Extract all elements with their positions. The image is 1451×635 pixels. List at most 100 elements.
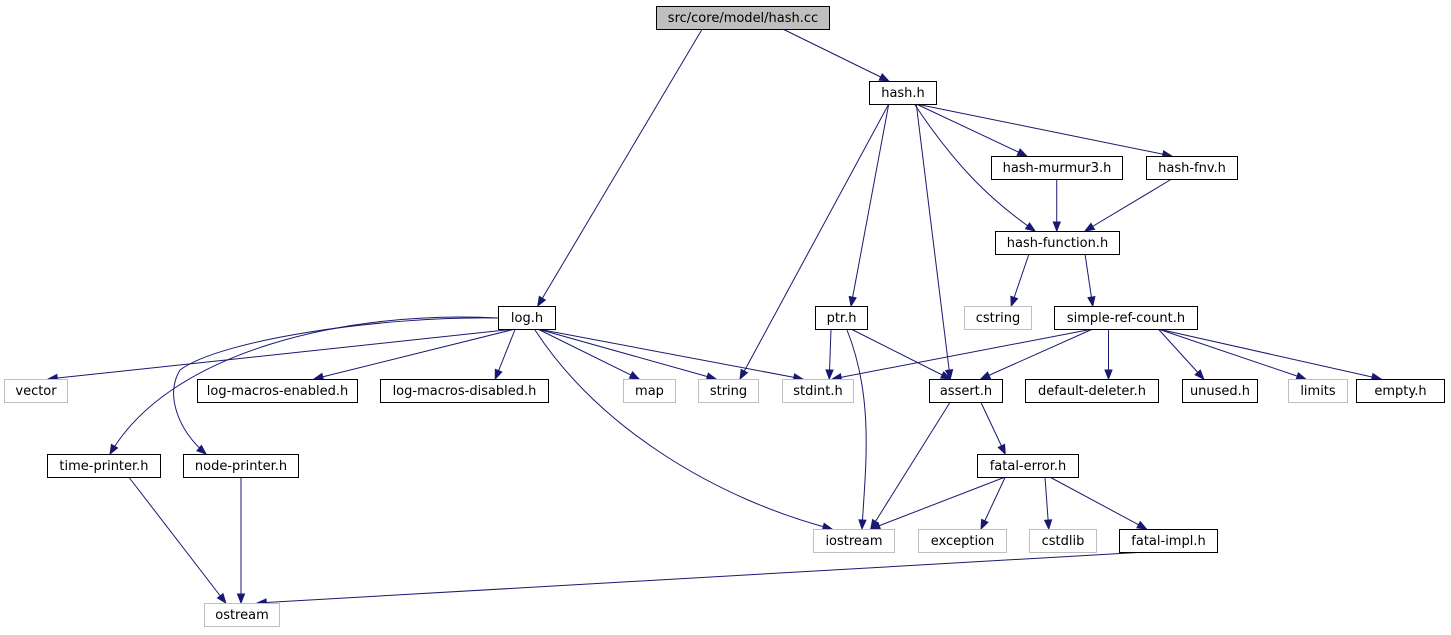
node-box (498, 306, 556, 330)
node-ostream[interactable]: ostream (204, 603, 280, 627)
node-simple-ref-count-h[interactable]: simple-ref-count.h (1054, 306, 1198, 330)
node-label: iostream (825, 534, 882, 549)
node-exception[interactable]: exception (918, 529, 1007, 553)
edge-hash-h-to-hash-function-h (914, 104, 1036, 232)
edge-hash-h-to-ptr-h (850, 103, 890, 307)
edge-fatal-impl-h-to-ostream (257, 551, 1147, 604)
node-box (1025, 379, 1159, 403)
edge-log-h-to-vector (48, 328, 516, 380)
edge-simple-ref-count-h-to-unused-h-arrowhead (1194, 369, 1205, 381)
edge-fatal-error-h-to-exception (980, 476, 1006, 530)
node-box (1146, 156, 1238, 180)
node-label: log-macros-enabled.h (207, 384, 348, 399)
node-log-macros-disabled-h[interactable]: log-macros-disabled.h (380, 379, 549, 403)
edge-assert-h-to-iostream (870, 401, 951, 530)
edge-log-h-to-node-printer-h (173, 317, 499, 455)
edge-simple-ref-count-h-to-assert-h (980, 328, 1093, 380)
edge-simple-ref-count-h-to-limits-arrowhead (1295, 371, 1308, 380)
edge-hash-h-to-hash-murmur3-h-arrowhead (1016, 148, 1028, 157)
edge-hash-function-h-to-simple-ref-count-h-arrowhead (1087, 295, 1096, 308)
node-time-printer-h[interactable]: time-printer.h (47, 454, 161, 478)
node-iostream[interactable]: iostream (813, 529, 895, 553)
node-label: simple-ref-count.h (1067, 311, 1185, 326)
node-label: assert.h (940, 384, 992, 399)
node-box (815, 306, 868, 330)
node-assert-h[interactable]: assert.h (929, 379, 1003, 403)
node-label: log-macros-disabled.h (393, 384, 537, 399)
edge-ptr-h-to-stdint-h-arrowhead (825, 369, 834, 381)
node-hash-h[interactable]: hash.h (869, 81, 937, 105)
node-box (4, 379, 68, 403)
node-box (1054, 306, 1198, 330)
node-label: node-printer.h (195, 459, 287, 474)
edge-log-h-to-string-arrowhead (705, 372, 718, 381)
edge-fatal-error-h-to-iostream (870, 476, 1006, 530)
edge-hash-cc-to-log-h (537, 28, 703, 307)
node-node-printer-h[interactable]: node-printer.h (183, 454, 299, 478)
node-label: cstdlib (1042, 534, 1085, 549)
node-string[interactable]: string (698, 379, 759, 403)
node-limits[interactable]: limits (1288, 379, 1348, 403)
node-label: exception (931, 534, 995, 549)
node-hash-function-h[interactable]: hash-function.h (995, 231, 1120, 255)
node-unused-h[interactable]: unused.h (1182, 379, 1258, 403)
node-box (698, 379, 759, 403)
node-box (991, 156, 1123, 180)
node-vector[interactable]: vector (4, 379, 68, 403)
nodes-layer: src/core/model/hash.cc hash.h log.h hash-mu… (4, 6, 1445, 627)
node-default-deleter-h[interactable]: default-deleter.h (1025, 379, 1159, 403)
edge-hash-h-to-assert-h (915, 103, 951, 380)
node-stdint-h[interactable]: stdint.h (782, 379, 854, 403)
edge-ptr-h-to-assert-h-arrowhead (939, 370, 952, 380)
node-box (197, 379, 358, 403)
edge-hash-h-to-assert-h-arrowhead (944, 369, 954, 381)
node-map[interactable]: map (623, 379, 676, 403)
edge-fatal-error-h-to-fatal-impl-h (1049, 476, 1147, 530)
edge-log-h-to-time-printer-h-arrowhead (109, 443, 119, 456)
node-box (918, 529, 1007, 553)
node-box (869, 81, 937, 105)
node-label: default-deleter.h (1038, 384, 1146, 399)
node-box (623, 379, 676, 403)
edge-simple-ref-count-h-to-limits (1158, 328, 1306, 380)
node-label: hash.h (881, 86, 925, 101)
edge-hash-cc-to-log-h-arrowhead (537, 295, 547, 308)
node-label: limits (1300, 384, 1336, 399)
edge-log-h-to-map (537, 328, 640, 380)
edge-time-printer-h-to-ostream (128, 476, 227, 604)
node-box (977, 454, 1079, 478)
node-hash-murmur3-h[interactable]: hash-murmur3.h (991, 156, 1123, 180)
node-ptr-h[interactable]: ptr.h (815, 306, 868, 330)
node-hash-fnv-h[interactable]: hash-fnv.h (1146, 156, 1238, 180)
node-cstring[interactable]: cstring (964, 306, 1032, 330)
node-box (380, 379, 549, 403)
node-cstdlib[interactable]: cstdlib (1029, 529, 1097, 553)
node-label: ostream (215, 608, 269, 623)
edge-ptr-h-to-iostream (846, 329, 867, 530)
node-box (1182, 379, 1258, 403)
node-label: cstring (976, 311, 1020, 326)
node-label: time-printer.h (59, 459, 148, 474)
node-box (1119, 529, 1218, 553)
edge-ptr-h-to-iostream-arrowhead (858, 519, 867, 531)
node-fatal-impl-h[interactable]: fatal-impl.h (1119, 529, 1218, 553)
node-label: hash-fnv.h (1158, 161, 1226, 176)
node-label: stdint.h (793, 384, 842, 399)
node-label: log.h (511, 311, 543, 326)
edges-layer (46, 28, 1383, 607)
node-fatal-error-h[interactable]: fatal-error.h (977, 454, 1079, 478)
node-box (964, 306, 1032, 330)
edge-hash-fnv-h-to-hash-function-h-arrowhead (1083, 222, 1096, 232)
node-empty-h[interactable]: empty.h (1356, 379, 1445, 403)
node-label: fatal-error.h (990, 459, 1067, 474)
node-log-macros-enabled-h[interactable]: log-macros-enabled.h (197, 379, 358, 403)
edge-hash-h-to-ptr-h-arrowhead (848, 295, 857, 308)
edge-log-h-to-stdint-h (537, 328, 803, 380)
node-label: empty.h (1374, 384, 1426, 399)
node-hash-cc[interactable]: src/core/model/hash.cc (656, 6, 830, 30)
node-log-h[interactable]: log.h (498, 306, 556, 330)
node-box (1356, 379, 1445, 403)
edge-fatal-error-h-to-cstdlib-arrowhead (1043, 519, 1053, 531)
edge-log-h-to-log-macros-disabled-h-arrowhead (494, 368, 503, 381)
